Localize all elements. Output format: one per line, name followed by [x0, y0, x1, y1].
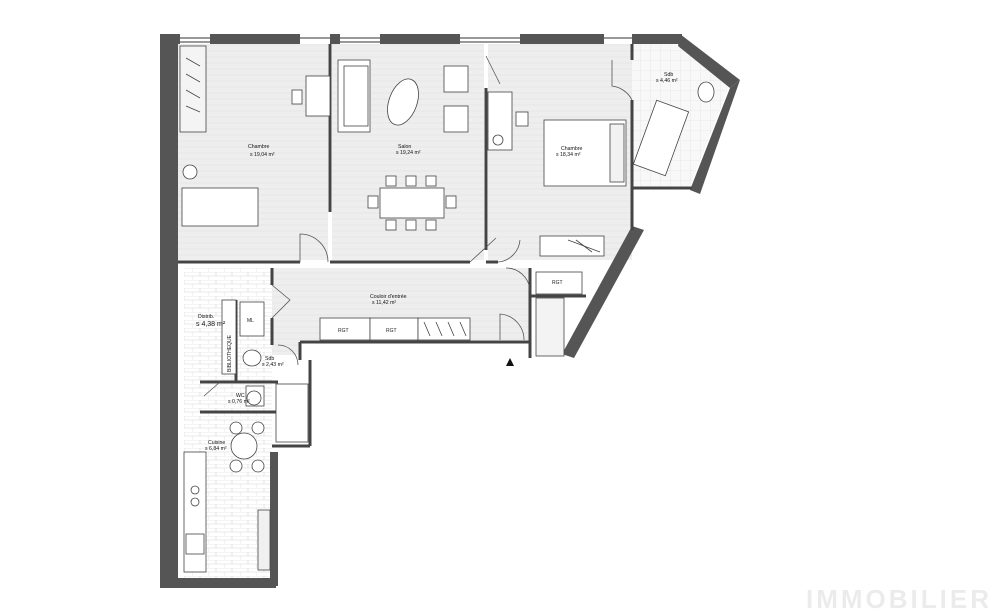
tag-bibliotheque: BIBLIOTHEQUE — [227, 334, 233, 372]
storage-rgt-right — [535, 271, 583, 295]
plant — [182, 164, 198, 180]
sink-lower — [242, 349, 262, 367]
label-distrib: Distrib. — [198, 314, 214, 320]
entrance-arrow — [506, 358, 514, 366]
bathroom-upper — [632, 81, 715, 177]
tag-rgt-storage2: RGT — [552, 280, 563, 286]
wall-top-4 — [520, 34, 604, 44]
tag-rgt-storage1: RGT — [386, 328, 397, 334]
wall-diagonal — [690, 80, 740, 194]
furniture-chambre1 — [179, 45, 331, 227]
bathtub — [632, 99, 690, 177]
label-wc: WC — [236, 393, 245, 399]
desk — [305, 75, 331, 117]
wall-left — [160, 34, 178, 586]
chair-chambre2 — [515, 111, 529, 127]
washing-machine — [239, 301, 265, 337]
area-chambre1: s 19,04 m² — [250, 152, 275, 158]
area-sdb-upper: s 4,46 m² — [656, 78, 678, 84]
dresser — [539, 235, 605, 257]
area-couloir: s 11,42 m² — [372, 300, 396, 306]
watermark: IMMOBILIER — [806, 584, 992, 614]
tag-lave-linge: ML — [247, 318, 254, 324]
label-chambre2: Chambre — [561, 146, 582, 152]
wall-diagonal-upper — [678, 34, 740, 88]
armchair2 — [443, 105, 469, 133]
wall-top-left — [160, 34, 180, 44]
interior-walls — [178, 44, 692, 448]
dining-table — [379, 187, 445, 219]
wall-kitchen-right — [270, 452, 278, 586]
label-salon: Salon — [398, 144, 411, 150]
wall-top-1 — [210, 34, 300, 44]
wall-bottom-kitchen — [160, 578, 276, 588]
coffee-table — [387, 78, 419, 126]
wall-diagonal-lower — [562, 226, 644, 358]
kitchen-table — [230, 432, 258, 460]
bed-chambre1 — [181, 187, 259, 227]
tag-rgt-corridor: RGT — [338, 328, 349, 334]
label-chambre1: Chambre — [248, 144, 269, 150]
kitchen-counter-right — [257, 509, 271, 571]
area-salon: s 19,24 m² — [396, 150, 421, 156]
windows — [180, 37, 632, 43]
shower — [275, 383, 309, 443]
area-distrib: s 4,38 m² — [196, 321, 226, 328]
sink-upper — [697, 81, 715, 103]
label-cuisine: Cuisine — [208, 440, 225, 446]
plant-chambre2 — [492, 134, 504, 146]
walls — [160, 34, 740, 588]
corridor-storage — [319, 271, 583, 357]
wall-top-3 — [380, 34, 460, 44]
wardrobe — [179, 45, 207, 133]
furniture-salon — [337, 59, 469, 231]
furniture-chambre2 — [487, 91, 627, 257]
label-couloir: Couloir d'entrée — [370, 294, 407, 300]
area-chambre2: s 18,34 m² — [556, 152, 581, 158]
area-wc: s 0,76 m² — [228, 399, 250, 405]
chair — [291, 89, 303, 105]
bookshelf — [221, 299, 237, 375]
armchair1 — [443, 65, 469, 93]
wall-top-5 — [632, 34, 682, 44]
label-sdb-upper: Sdb — [664, 72, 673, 78]
labels: Chambre s 19,04 m² Salon s 19,24 m² Cham… — [196, 72, 678, 452]
service-area — [183, 299, 309, 573]
area-sdb-lower: s 2,43 m² — [262, 362, 284, 368]
wall-top-2 — [330, 34, 340, 44]
label-sdb-lower: Sdb — [265, 356, 274, 362]
doors — [203, 55, 633, 397]
area-cuisine: s 6,84 m² — [205, 446, 227, 452]
